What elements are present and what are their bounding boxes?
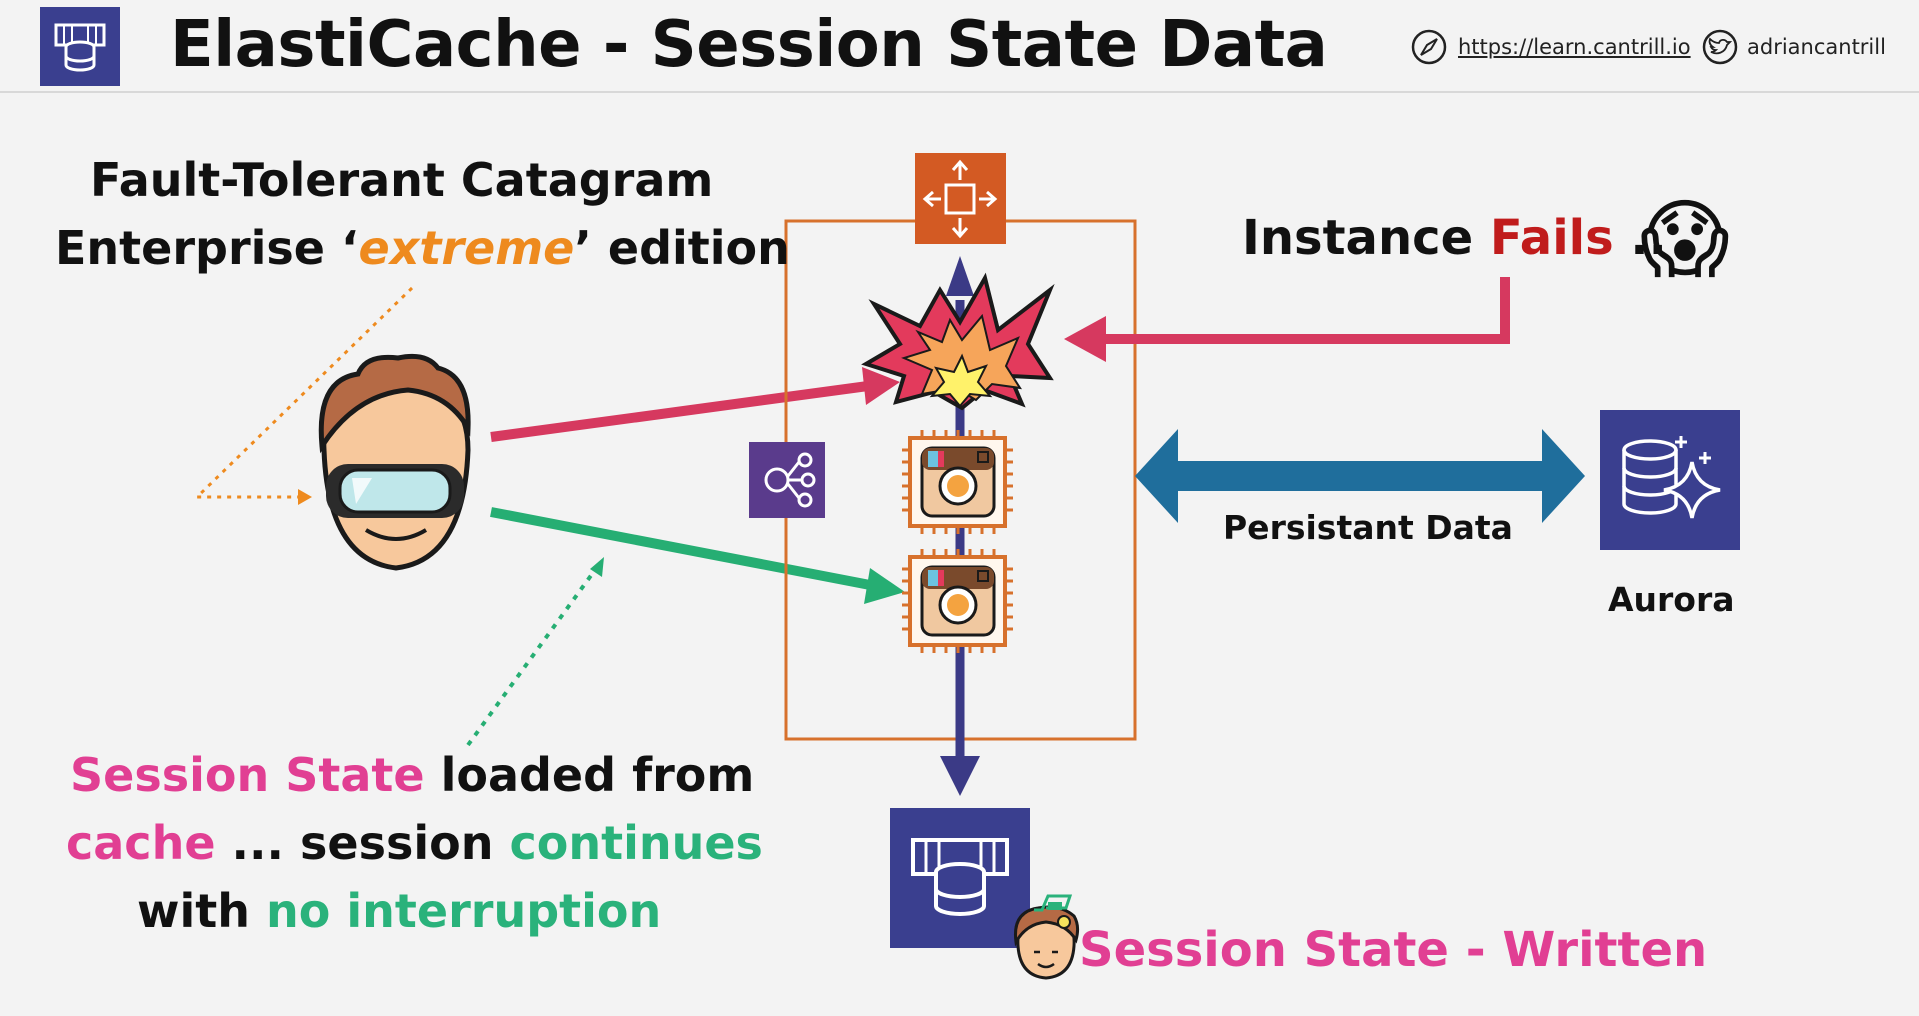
ec2-instance-icon-2 xyxy=(902,549,1013,653)
session-write-arrowhead xyxy=(940,756,980,796)
page-title: ElastiCache - Session State Data xyxy=(170,8,1328,82)
failure-pointer-arrowhead xyxy=(1064,316,1106,362)
heading-line-2-prefix: Enterprise ‘ xyxy=(55,221,359,275)
website-link[interactable]: https://learn.cantrill.io xyxy=(1458,35,1691,59)
session-state-written-label: Session State - Written xyxy=(1079,922,1708,978)
session-loaded-line-3: with no interruption xyxy=(137,884,661,938)
twitter-bird-icon xyxy=(1702,29,1738,65)
fails-ellipsis: .. xyxy=(1613,210,1667,266)
session-loaded-line-1-rest: loaded from xyxy=(424,748,755,802)
elasticache-cluster-icon xyxy=(890,808,1030,948)
twitter-handle[interactable]: adriancantrill xyxy=(1747,35,1886,59)
failure-pointer-line xyxy=(1100,277,1510,344)
session-loaded-line-2: cache ... session continues xyxy=(66,816,763,870)
session-state-highlight: Session State xyxy=(70,748,425,802)
aurora-label: Aurora xyxy=(1608,580,1735,619)
persistent-data-arrow xyxy=(1135,429,1585,523)
shocked-cat-emoji: 😱 xyxy=(1640,190,1730,290)
explosion-failure-icon xyxy=(861,272,1055,411)
retry-arrow-line xyxy=(490,507,871,590)
load-balancer-icon xyxy=(749,442,825,518)
instance-fails-label: Instance Fails .. xyxy=(1242,210,1667,266)
continues-highlight: continues xyxy=(509,816,763,870)
user-avatar-icon xyxy=(318,353,471,571)
heading-pointer-arrowhead xyxy=(298,489,312,505)
elasticache-logo-icon xyxy=(40,7,120,86)
session-loaded-line-2-mid: ... session xyxy=(215,816,510,870)
heading-line-2-suffix: ’ edition xyxy=(574,221,790,275)
session-loaded-line-3-prefix: with xyxy=(137,884,267,938)
shopper-avatar-icon xyxy=(1013,894,1080,980)
compass-icon xyxy=(1411,29,1447,65)
cache-highlight: cache xyxy=(66,816,216,870)
session-pointer-arrowhead xyxy=(590,557,604,577)
upward-arrowhead xyxy=(946,256,974,296)
no-interruption-highlight: no interruption xyxy=(266,884,662,938)
aurora-database-icon xyxy=(1600,410,1740,550)
session-pointer-dotted-line xyxy=(466,568,597,747)
session-loaded-line-1: Session State loaded from xyxy=(70,748,754,802)
fails-label: Fails xyxy=(1489,210,1614,266)
instance-label: Instance xyxy=(1242,210,1490,266)
request-arrowhead xyxy=(862,367,900,405)
request-arrow-line xyxy=(490,381,869,442)
heading-line-2: Enterprise ‘extreme’ edition xyxy=(55,221,790,275)
auto-scaling-icon xyxy=(915,153,1006,244)
heading-highlight: extreme xyxy=(358,221,575,275)
persistent-data-label: Persistant Data xyxy=(1223,508,1513,547)
retry-arrowhead xyxy=(864,568,905,604)
heading-line-1: Fault-Tolerant Catagram xyxy=(90,153,714,207)
ec2-instance-icon-1 xyxy=(902,430,1013,534)
